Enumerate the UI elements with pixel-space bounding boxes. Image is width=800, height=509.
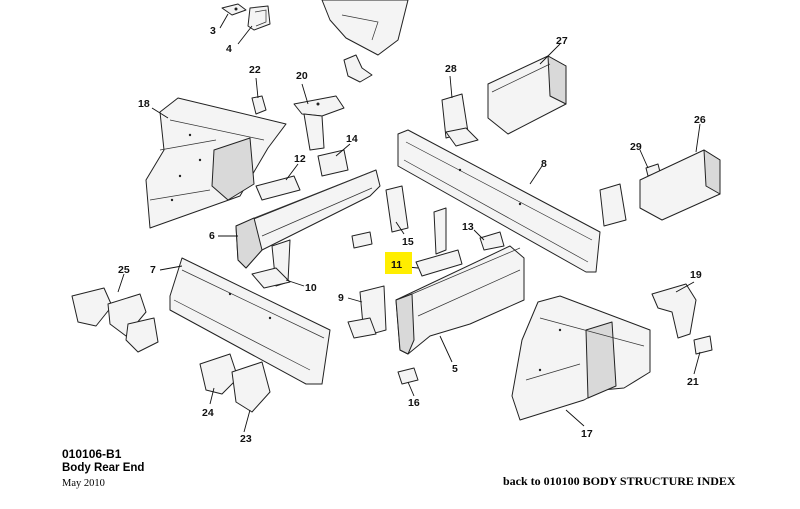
leader-lines xyxy=(117,13,701,433)
back-to-index-link[interactable]: back to 010100 BODY STRUCTURE INDEX xyxy=(503,474,736,488)
callout-21: 21 xyxy=(687,376,699,388)
part-10-bracket xyxy=(251,267,291,289)
part-16-clip xyxy=(397,367,419,385)
part-21-clip xyxy=(693,335,713,355)
callout-7: 7 xyxy=(150,264,156,276)
part-13-bracket xyxy=(433,207,505,255)
part-3-bracket xyxy=(221,3,247,16)
callout-26: 26 xyxy=(694,114,706,126)
callout-18: 18 xyxy=(138,98,150,110)
callout-24: 24 xyxy=(202,407,214,419)
part-25-mount xyxy=(71,287,159,353)
part-23-mount xyxy=(231,361,271,413)
callout-13: 13 xyxy=(462,221,474,233)
part-4-bracket xyxy=(247,5,271,31)
callout-12: 12 xyxy=(294,153,306,165)
diagram-date: May 2010 xyxy=(62,478,105,489)
callout-28: 28 xyxy=(445,63,457,75)
part-27-tube xyxy=(487,55,567,135)
part-8-rear-panel xyxy=(397,129,601,273)
callout-27: 27 xyxy=(556,35,568,47)
callout-8: 8 xyxy=(541,158,547,170)
callout-6: 6 xyxy=(209,230,215,242)
callout-15: 15 xyxy=(402,236,414,248)
callout-11: 11 xyxy=(391,259,402,271)
callout-19: 19 xyxy=(690,269,702,281)
diagram-code: 010106-B1 xyxy=(62,447,122,461)
callout-25: 25 xyxy=(118,264,130,276)
part-26-bracket xyxy=(599,183,627,227)
callout-16: 16 xyxy=(408,397,420,409)
callout-4: 4 xyxy=(226,43,232,55)
callout-29: 29 xyxy=(630,141,642,153)
callout-3: 3 xyxy=(210,25,216,37)
callout-17: 17 xyxy=(581,428,593,440)
part-18-wheelarch-panel xyxy=(145,97,287,229)
part-24-mount xyxy=(199,353,239,395)
part-17-wheelarch-panel xyxy=(511,295,651,421)
part-22-clip xyxy=(251,95,267,115)
callout-10: 10 xyxy=(305,282,317,294)
diagram-title: Body Rear End xyxy=(62,462,145,474)
part-12-bracket xyxy=(255,175,301,201)
part-15-bracket xyxy=(351,185,409,249)
part-5-crossmember xyxy=(395,245,525,355)
callout-5: 5 xyxy=(452,363,458,375)
callout-11-highlight xyxy=(385,252,412,274)
part-19-bracket xyxy=(651,283,697,339)
part-28-bracket xyxy=(441,93,479,147)
callout-23: 23 xyxy=(240,433,252,445)
part-7-sill-panel xyxy=(169,257,331,385)
callout-9: 9 xyxy=(338,292,344,304)
part-14-bracket xyxy=(317,149,349,177)
part-9-bracket xyxy=(347,285,387,339)
callout-20: 20 xyxy=(296,70,308,82)
callout-14: 14 xyxy=(346,133,358,145)
part-20-bracket xyxy=(293,95,345,151)
part-2-panel xyxy=(321,0,409,83)
part-26-tube xyxy=(639,149,721,221)
callout-22: 22 xyxy=(249,64,261,76)
